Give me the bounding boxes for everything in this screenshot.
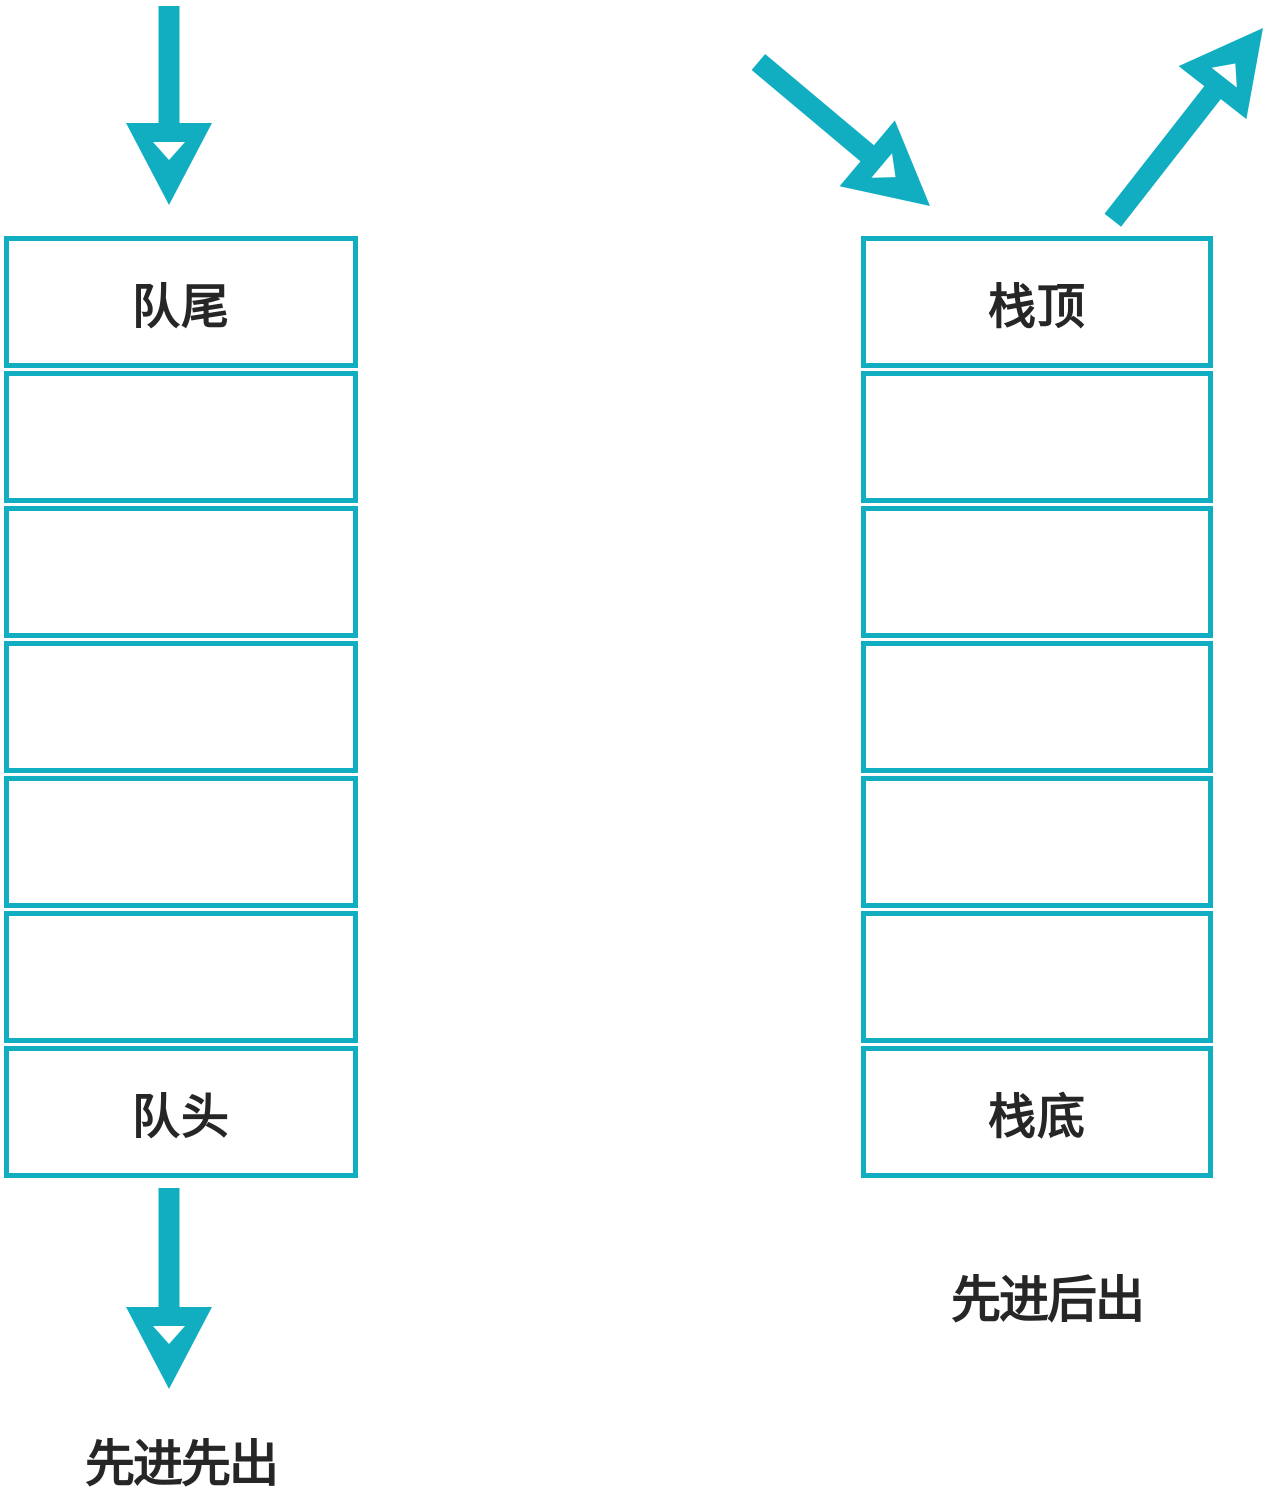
- arrow-down-right-icon: [751, 53, 930, 206]
- queue-empty-cell: [4, 371, 358, 503]
- stack-empty-cell: [861, 776, 1213, 908]
- stack-top-label: 栈顶: [987, 281, 1086, 334]
- stack-top-cell: 栈顶: [861, 236, 1213, 368]
- queue-tail-label: 队尾: [131, 281, 230, 334]
- arrow-up-right-icon: [1104, 28, 1263, 227]
- queue-empty-cell: [4, 776, 358, 908]
- stack-empty-cell: [861, 371, 1213, 503]
- queue-empty-cell: [4, 641, 358, 773]
- stack-bottom-cell: 栈底: [861, 1046, 1213, 1178]
- stack-empty-cell: [861, 641, 1213, 773]
- queue-empty-cell: [4, 506, 358, 638]
- queue-head-label: 队头: [131, 1091, 230, 1144]
- arrow-down-icon: [126, 1188, 212, 1389]
- stack-bottom-label: 栈底: [987, 1091, 1086, 1144]
- stack-caption-filo: 先进后出: [951, 1272, 1145, 1328]
- queue-head-cell: 队头: [4, 1046, 358, 1178]
- queue-empty-cell: [4, 911, 358, 1043]
- stack-empty-cell: [861, 911, 1213, 1043]
- stack-empty-cell: [861, 506, 1213, 638]
- arrow-down-icon: [126, 6, 212, 205]
- stack-column: 栈顶 栈底: [861, 236, 1213, 1178]
- queue-tail-cell: 队尾: [4, 236, 358, 368]
- queue-column: 队尾 队头: [4, 236, 358, 1178]
- queue-caption-fifo: 先进先出: [85, 1436, 279, 1492]
